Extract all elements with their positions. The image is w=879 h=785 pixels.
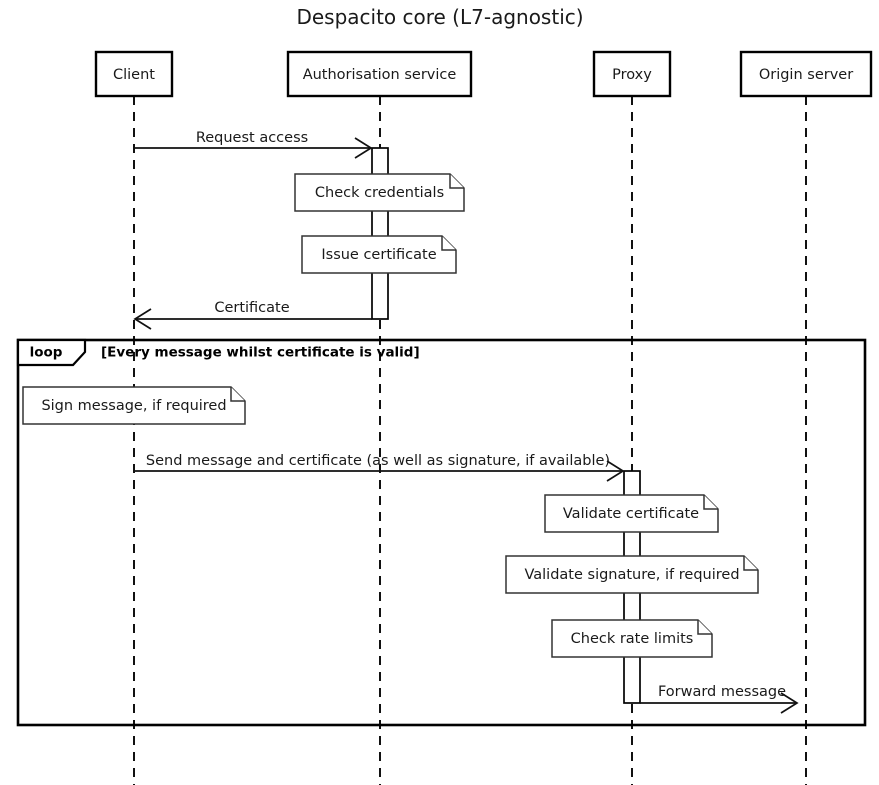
message-forward-message[interactable]: Forward message — [640, 684, 799, 714]
note-sign-message[interactable]: Sign message, if required — [22, 386, 246, 425]
note-label-check-rate-limits: Check rate limits — [571, 631, 694, 647]
message-label-request-access: Request access — [196, 130, 308, 146]
note-issue-certificate[interactable]: Issue certificate — [301, 235, 457, 274]
note-validate-signature[interactable]: Validate signature, if required — [505, 555, 759, 594]
diagram-title: Despacito core (L7-agnostic) — [296, 5, 583, 29]
fragment-kind-label: loop — [30, 345, 63, 361]
participant-auth[interactable]: Authorisation service — [286, 50, 473, 98]
message-label-send-message: Send message and certificate (as well as… — [146, 453, 610, 469]
message-certificate[interactable]: Certificate — [133, 300, 372, 330]
message-request-access[interactable]: Request access — [134, 130, 373, 159]
participant-label-client: Client — [113, 67, 155, 83]
participant-proxy[interactable]: Proxy — [592, 50, 672, 98]
note-check-credentials[interactable]: Check credentials — [294, 173, 465, 212]
message-label-certificate: Certificate — [214, 300, 289, 316]
message-send-message[interactable]: Send message and certificate (as well as… — [134, 453, 625, 482]
note-label-sign-message: Sign message, if required — [41, 398, 226, 414]
participant-origin[interactable]: Origin server — [739, 50, 873, 98]
note-label-issue-certificate: Issue certificate — [321, 247, 436, 263]
fragment-guard-label: [Every message whilst certificate is val… — [101, 345, 420, 361]
note-label-validate-signature: Validate signature, if required — [524, 567, 739, 583]
note-label-validate-certificate: Validate certificate — [563, 506, 699, 522]
participant-label-proxy: Proxy — [612, 67, 652, 83]
fragment-loop[interactable]: loop [Every message whilst certificate i… — [16, 338, 867, 727]
participant-client[interactable]: Client — [94, 50, 174, 98]
note-label-check-credentials: Check credentials — [315, 185, 444, 201]
note-validate-certificate[interactable]: Validate certificate — [544, 494, 719, 533]
message-label-forward-message: Forward message — [658, 684, 786, 700]
participant-label-auth: Authorisation service — [303, 67, 457, 83]
participant-label-origin: Origin server — [759, 67, 853, 83]
note-check-rate-limits[interactable]: Check rate limits — [551, 619, 713, 658]
